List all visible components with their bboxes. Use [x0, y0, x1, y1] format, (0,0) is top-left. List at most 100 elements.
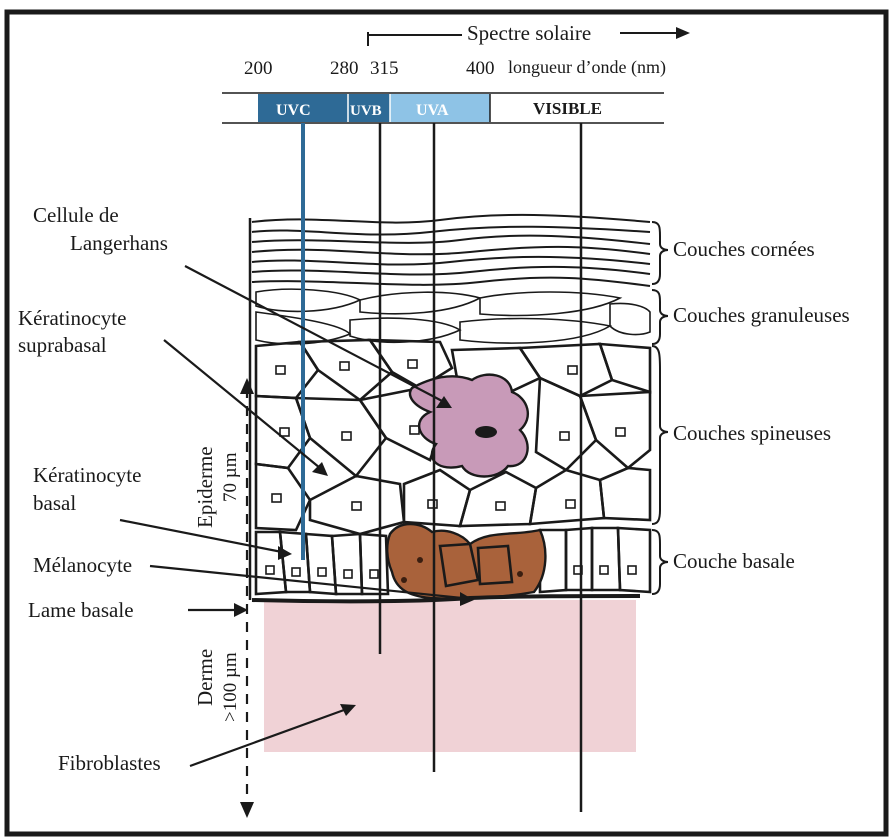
- nucleus: [616, 428, 625, 436]
- melanin-granule: [517, 571, 523, 577]
- nucleus: [560, 432, 569, 440]
- granular-cell: [360, 292, 480, 314]
- spinous-cell: [296, 398, 386, 476]
- brace-spineuse: [652, 346, 668, 524]
- basal-cell: [360, 534, 388, 594]
- spinous-cell: [310, 476, 404, 534]
- spinous-cell: [404, 470, 470, 526]
- layer-label-spineuse: Couches spineuses: [673, 421, 831, 445]
- nucleus: [292, 568, 300, 576]
- nucleus: [344, 570, 352, 578]
- nucleus: [276, 366, 285, 374]
- arrow-down-icon: [240, 802, 254, 818]
- arrowhead-icon: [278, 546, 292, 560]
- arrow-right-icon: [676, 27, 690, 39]
- arrow-up-icon: [240, 378, 254, 394]
- spinous-cell: [530, 470, 604, 524]
- basal-cell: [618, 528, 650, 592]
- nucleus: [370, 570, 378, 578]
- label-fibroblastes: Fibroblastes: [58, 751, 161, 775]
- label-lame-basale: Lame basale: [28, 598, 134, 622]
- granular-cell: [480, 292, 620, 315]
- spinous-cell: [600, 468, 650, 520]
- corneum-line: [252, 227, 650, 235]
- spinous-cell: [256, 342, 318, 398]
- granular-cell: [256, 289, 360, 311]
- label-langerhans-line1: Cellule de: [33, 203, 119, 227]
- derme-size-group: >100 µm: [220, 652, 241, 722]
- label-langerhans-line2: Langerhans: [70, 231, 168, 255]
- nucleus: [408, 360, 417, 368]
- stratum-corneum: [252, 215, 650, 286]
- tick-315: 315: [370, 58, 399, 79]
- spectrum-header: Spectre solaire 200 280 315 400 longueur…: [222, 21, 690, 123]
- label-epiderme-size: 70 µm: [220, 452, 241, 502]
- label-derme: Derme: [193, 649, 217, 706]
- brace-granuleuse: [652, 290, 668, 344]
- granular-cell: [350, 318, 460, 342]
- corneum-line: [252, 267, 650, 275]
- nucleus: [342, 432, 351, 440]
- nucleus: [600, 566, 608, 574]
- wavelength-label: longueur d’onde (nm): [508, 57, 666, 78]
- label-basal-line2: basal: [33, 491, 76, 515]
- basal-cell: [566, 528, 592, 590]
- granular-cell: [460, 319, 610, 344]
- brace-basale: [652, 530, 668, 594]
- nucleus: [266, 566, 274, 574]
- nucleus: [568, 366, 577, 374]
- nucleus: [280, 428, 289, 436]
- label-melanocyte: Mélanocyte: [33, 553, 132, 577]
- band-label-uvb: UVB: [350, 103, 382, 119]
- corneum-line: [252, 257, 650, 265]
- tick-400: 400: [466, 58, 495, 79]
- layer-label-basale: Couche basale: [673, 549, 795, 573]
- derme-label-group: Derme: [193, 649, 217, 706]
- pointer-suprabasal: [164, 340, 320, 468]
- layer-label-cornee: Couches cornées: [673, 237, 815, 261]
- nucleus: [428, 500, 437, 508]
- spinous-cell: [520, 344, 612, 396]
- epidermis-tissue: [250, 215, 650, 601]
- langerhans-nucleus: [475, 426, 497, 438]
- spinous-cell: [580, 392, 650, 468]
- spinous-cell: [460, 472, 536, 526]
- melanin-granule: [401, 577, 407, 583]
- label-basal-line1: Kératinocyte: [33, 463, 141, 487]
- corneum-line: [252, 247, 650, 254]
- corneum-line: [252, 278, 650, 286]
- brace-cornee: [652, 222, 668, 284]
- label-suprabasal-line2: suprabasal: [18, 333, 107, 357]
- band-label-uva: UVA: [416, 102, 449, 119]
- tick-280: 280: [330, 58, 359, 79]
- label-derme-size: >100 µm: [220, 652, 241, 722]
- layer-label-granuleuse: Couches granuleuses: [673, 303, 850, 327]
- nucleus: [566, 500, 575, 508]
- nucleus: [496, 502, 505, 510]
- melanocyte-cell: [387, 524, 545, 599]
- granular-cell: [610, 303, 650, 334]
- label-epiderme: Epiderme: [193, 446, 217, 528]
- basal-cell: [592, 528, 620, 590]
- stratum-granulosum: [256, 289, 650, 344]
- nucleus: [340, 362, 349, 370]
- nucleus: [628, 566, 636, 574]
- epiderme-size-group: 70 µm: [220, 452, 241, 502]
- spectrum-title: Spectre solaire: [467, 21, 591, 45]
- label-suprabasal-line1: Kératinocyte: [18, 306, 126, 330]
- nucleus: [272, 494, 281, 502]
- langerhans-cell: [410, 375, 528, 477]
- tick-200: 200: [244, 58, 273, 79]
- band-label-uvc: UVC: [276, 102, 311, 119]
- melanin-granule: [417, 557, 423, 563]
- layer-braces: [652, 222, 668, 594]
- epiderme-label-group: Epiderme: [193, 446, 217, 528]
- band-label-visible: VISIBLE: [533, 99, 602, 118]
- corneum-line: [252, 236, 650, 244]
- spinous-cell: [600, 344, 650, 392]
- pointer-langerhans: [185, 266, 444, 402]
- nucleus: [352, 502, 361, 510]
- corneum-line: [252, 215, 650, 223]
